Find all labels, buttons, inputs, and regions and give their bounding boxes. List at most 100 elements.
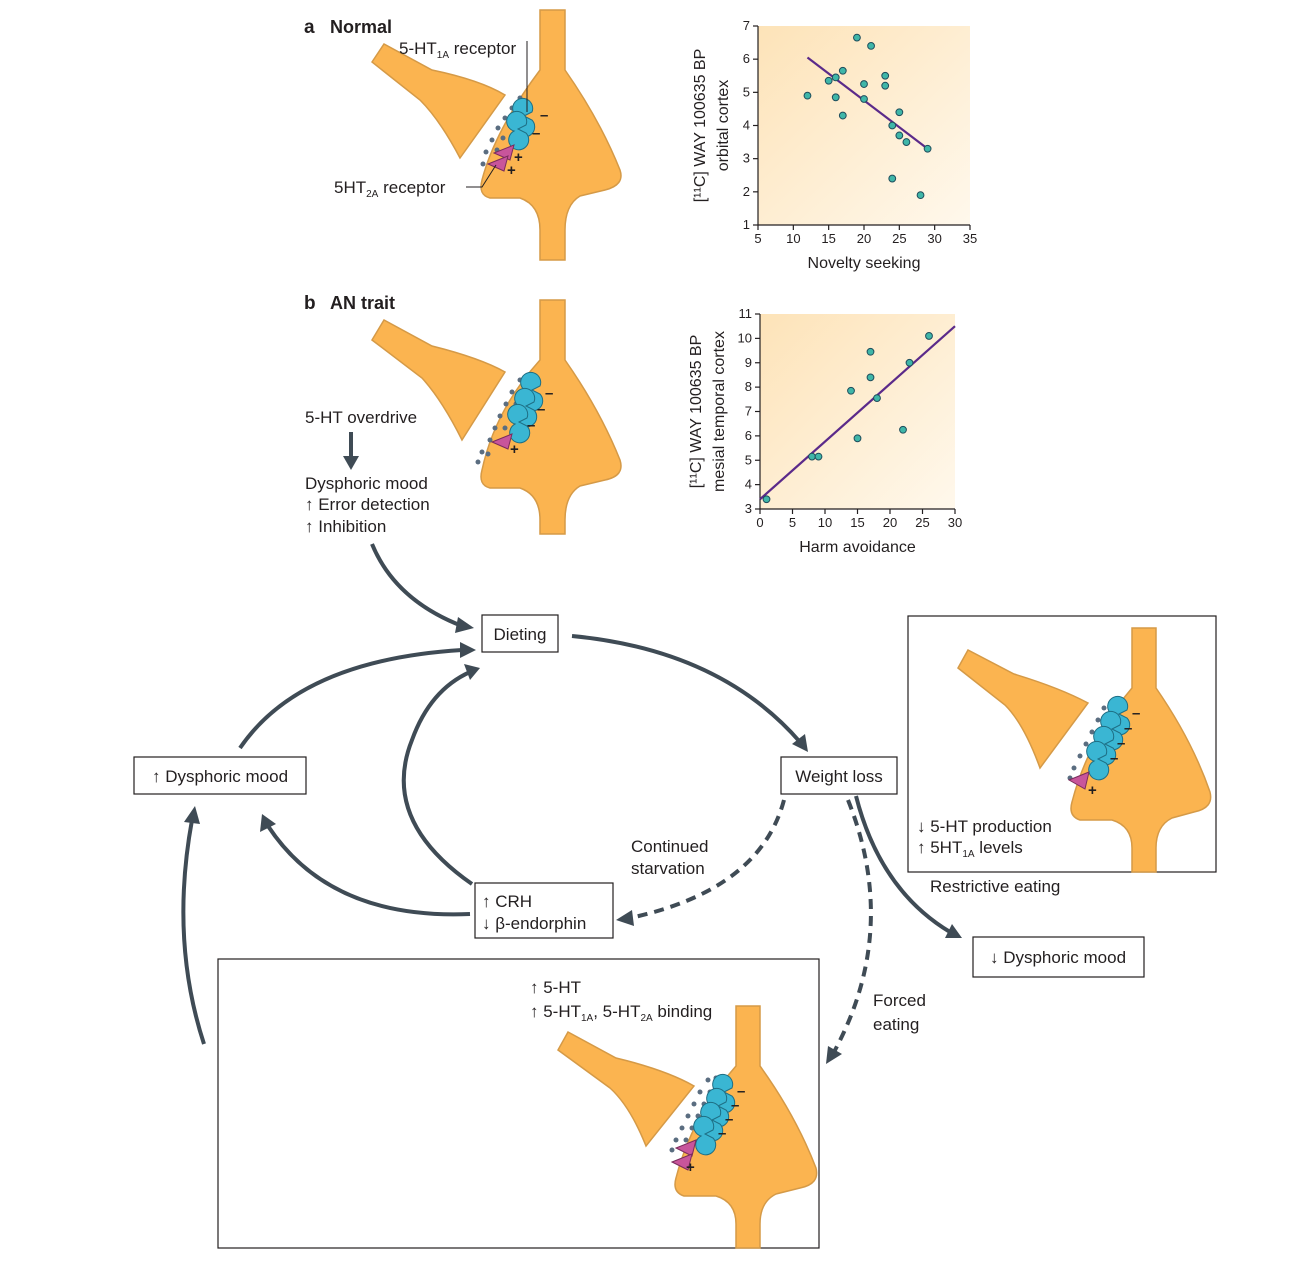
data-point: [881, 81, 890, 90]
data-point: [860, 80, 868, 88]
svg-text:–: –: [1117, 735, 1125, 752]
data-point: [902, 138, 911, 146]
svg-text:–: –: [527, 417, 535, 434]
receptors-2a-f: [670, 1139, 697, 1171]
y-tick-label: 2: [743, 184, 750, 199]
dysphoric-down-box: ↓ Dysphoric mood: [972, 936, 1145, 978]
svg-text:–: –: [718, 1125, 726, 1142]
crh-box: ↑ CRH ↓ β-endorphin: [474, 882, 614, 939]
continued-starvation-line2: starvation: [631, 859, 705, 878]
y-axis-label: [¹¹C] WAY 100635 BP: [692, 49, 709, 203]
presynaptic-neuron-b: [371, 318, 507, 442]
svg-text:–: –: [537, 401, 545, 418]
data-point: [866, 373, 875, 382]
y-tick-label: 6: [743, 51, 750, 66]
x-tick-label: 20: [857, 231, 871, 246]
y-tick-label: 11: [739, 306, 753, 321]
dieting-label: Dieting: [494, 625, 547, 644]
data-point: [873, 394, 881, 402]
svg-text:+: +: [686, 1159, 695, 1176]
plot-area: [758, 26, 970, 225]
data-point: [905, 358, 914, 367]
y-axis-label: orbital cortex: [715, 80, 732, 172]
regression-line: [806, 56, 929, 150]
data-point: [923, 144, 932, 153]
forced-eating-line2: eating: [873, 1015, 919, 1034]
x-tick-label: 10: [786, 231, 800, 246]
overdrive-label: 5-HT overdrive: [305, 408, 417, 427]
data-point: [888, 121, 897, 130]
x-tick-label: 35: [963, 231, 977, 246]
signs-a: – – + +: [507, 107, 548, 179]
receptor-2a-r: [1067, 771, 1090, 790]
x-tick-label: 25: [892, 231, 906, 246]
receptors-2a-a: [486, 144, 515, 172]
cycle-arrows: [181, 543, 962, 1064]
signs-f: – – – – +: [686, 1083, 745, 1176]
y-tick-label: 1: [743, 217, 750, 232]
svg-text:–: –: [1132, 705, 1140, 722]
presynaptic-neuron-f: [557, 1030, 696, 1148]
y-tick-label: 6: [745, 428, 752, 443]
forced-eating-line1: Forced: [873, 991, 926, 1010]
svg-text:+: +: [514, 149, 523, 166]
data-point: [824, 76, 833, 85]
data-point: [853, 33, 861, 42]
dysphoric-up-label: ↑ Dysphoric mood: [152, 767, 288, 786]
y-tick-label: 5: [745, 452, 752, 467]
y-axis-label: mesial temporal cortex: [711, 331, 728, 492]
data-point: [838, 111, 847, 120]
data-point: [867, 42, 875, 50]
data-point: [895, 131, 904, 140]
restrict-line2: ↑ 5HT1A levels: [917, 838, 1023, 860]
data-point: [831, 93, 840, 102]
svg-text:–: –: [1124, 720, 1132, 737]
vesicles-r: [1067, 705, 1107, 781]
svg-text:+: +: [507, 162, 516, 179]
x-tick-label: 30: [948, 515, 962, 530]
svg-text:–: –: [545, 385, 553, 402]
panel-b-letter: b: [304, 293, 316, 314]
crh-label: ↑ CRH: [482, 892, 532, 911]
vesicles-a: [480, 95, 523, 167]
data-point: [808, 452, 816, 461]
beta-endorphin-label: ↓ β-endorphin: [482, 914, 586, 933]
panel-a-title: Normal: [330, 17, 392, 37]
restrictive-eating-label: Restrictive eating: [930, 877, 1060, 896]
data-point: [895, 108, 904, 117]
weight-loss-box: Weight loss: [780, 756, 898, 795]
x-axis-label: Harm avoidance: [799, 539, 916, 556]
data-point: [881, 71, 890, 80]
data-point: [866, 347, 875, 356]
x-tick-label: 30: [927, 231, 941, 246]
mood-line-3: ↑ Inhibition: [305, 517, 386, 536]
x-tick-label: 25: [915, 515, 929, 530]
dysphoric-up-box: ↑ Dysphoric mood: [133, 756, 307, 795]
x-tick-label: 0: [756, 515, 763, 530]
receptor-2a-label-a: 5HT2A receptor: [334, 178, 446, 200]
data-point: [803, 91, 812, 100]
x-tick-label: 15: [850, 515, 864, 530]
y-tick-label: 7: [743, 18, 750, 33]
data-point: [860, 95, 868, 103]
y-tick-label: 8: [745, 379, 752, 394]
x-tick-label: 10: [818, 515, 832, 530]
x-tick-label: 5: [789, 515, 796, 530]
y-tick-label: 5: [743, 84, 750, 99]
x-tick-label: 20: [883, 515, 897, 530]
svg-text:–: –: [725, 1111, 733, 1128]
data-point: [831, 73, 840, 82]
receptor-1a-label-a: 5-HT1A receptor: [399, 39, 516, 61]
regression-line: [759, 325, 956, 501]
x-axis-label: Novelty seeking: [808, 255, 921, 272]
panel-a-letter: a: [304, 17, 315, 38]
signs-b: – – – +: [510, 385, 553, 458]
data-point: [838, 66, 847, 75]
panel-b-title: AN trait: [330, 293, 395, 313]
svg-text:–: –: [1110, 750, 1118, 767]
postsynaptic-neuron-a: [480, 9, 622, 261]
x-tick-label: 15: [821, 231, 835, 246]
